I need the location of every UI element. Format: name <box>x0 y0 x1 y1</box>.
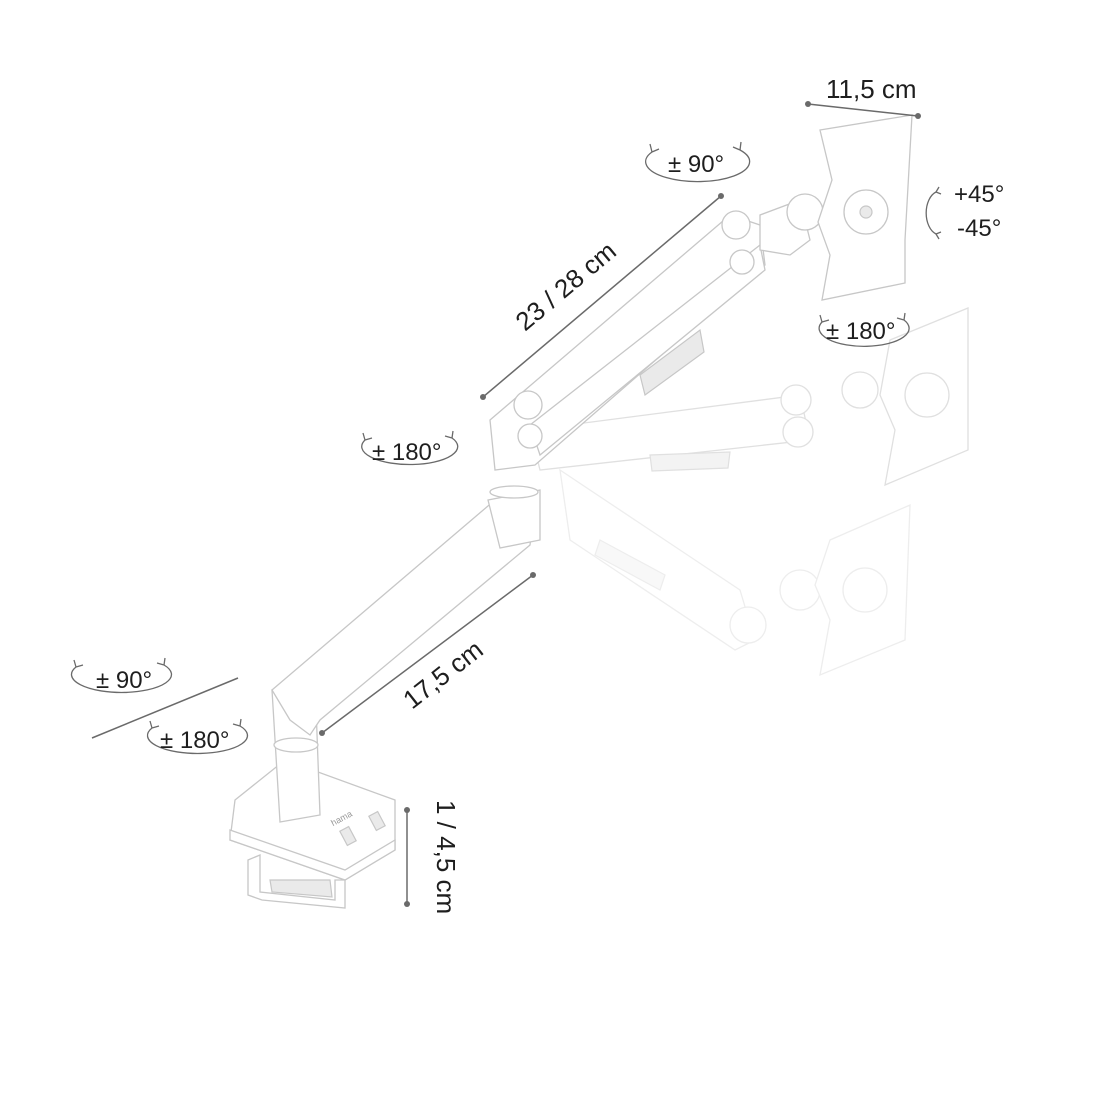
rotation-elbow <box>361 430 459 466</box>
ghost-arm-mid <box>514 307 969 487</box>
dim-plate-width-label: 11,5 cm <box>826 74 917 104</box>
rotation-plate-label: ± 180° <box>826 318 895 345</box>
rotation-head-swivel-label: ± 90° <box>668 151 724 178</box>
rotation-tilt-bottom-label: -45° <box>957 215 1001 242</box>
lower-arm <box>271 485 541 736</box>
rotation-base-top-label: ± 90° <box>96 667 152 694</box>
rotation-elbow-label: ± 180° <box>372 439 441 466</box>
rotation-base-bottom-label: ± 180° <box>160 727 229 754</box>
dim-desk-thickness <box>404 807 410 907</box>
dim-upper-arm <box>480 193 724 400</box>
dim-lower-arm-label: 17,5 cm <box>397 634 488 715</box>
rotation-tilt-top-label: +45° <box>954 181 1004 208</box>
rotation-tilt <box>925 186 942 240</box>
dim-plate-width <box>805 101 921 119</box>
rotation-plate <box>818 312 910 347</box>
arm-base-clamp: hama <box>229 759 396 909</box>
dim-lower-arm <box>319 572 536 736</box>
ghost-arm-low <box>559 468 911 677</box>
upper-arm <box>489 210 766 471</box>
rotation-head-swivel <box>645 141 751 183</box>
monitor-head <box>759 114 913 301</box>
base-divider-line <box>91 677 239 739</box>
rotation-base-top <box>70 657 173 694</box>
dim-desk-thickness-label: 1 / 4,5 cm <box>431 800 461 914</box>
rotation-base-bottom <box>146 718 249 755</box>
